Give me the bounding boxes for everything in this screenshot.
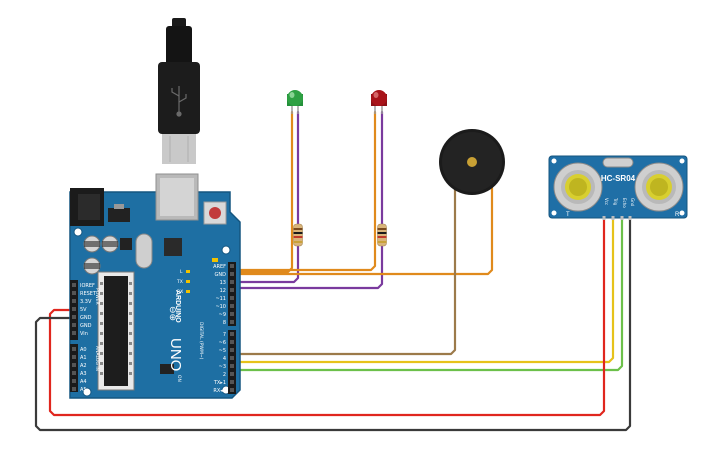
- power-pin-labels: IOREF RESET 3.3V 5V GND GND Vin: [80, 283, 97, 337]
- resistor-red-led: [377, 223, 387, 247]
- pin-label: 3.3V: [80, 299, 92, 305]
- pin-label: GND: [80, 323, 92, 329]
- led-label-tx: TX: [176, 279, 183, 285]
- sensor-pin-labels: Vcc Trig Echo Gnd: [604, 197, 635, 208]
- led-label-l: L: [180, 269, 183, 275]
- usb-cable: [158, 18, 200, 164]
- digital-header-label: DIGITAL (PWM~): [198, 322, 204, 360]
- pin-label: RX◂0: [213, 388, 226, 394]
- board-model: UNO: [167, 338, 184, 371]
- pin-label: 5V: [80, 307, 87, 313]
- pin-label: GND: [80, 315, 92, 321]
- usb-symbol-icon: [171, 86, 187, 117]
- pin-label: 4: [223, 356, 226, 362]
- pin-label: 8: [223, 320, 226, 326]
- digital-lower-pin-labels: 7 ~6 ~5 4 ~3 2 TX▸1 RX◂0: [213, 332, 226, 394]
- pin-label: GND: [215, 272, 227, 278]
- pin-label: TX▸1: [213, 380, 226, 386]
- power-header-label: POWER: [94, 288, 100, 305]
- atmega-chip: [104, 276, 128, 386]
- crystal-oscillator: [135, 233, 153, 269]
- pin-label: A2: [80, 363, 87, 369]
- sensor-model-label: HC-SR04: [601, 174, 636, 183]
- digital-header-lower: [228, 330, 236, 394]
- pin-label: A1: [80, 355, 87, 361]
- pin-label: 2: [223, 372, 226, 378]
- wire-green-led-cathode: [236, 110, 300, 284]
- wire-sensor-trig: [236, 216, 615, 364]
- arduino-logo-icon: ⊖⊕: [167, 306, 177, 321]
- wire-red-led-cathode: [236, 110, 384, 290]
- pin-label: A5: [80, 387, 87, 393]
- pin-label: ~5: [219, 348, 226, 354]
- wire-red-led-anode: [236, 110, 377, 272]
- pin-label: ~11: [215, 296, 226, 302]
- pin-label: AREF: [213, 264, 226, 270]
- receiver-transducer: [634, 162, 684, 212]
- resistor-green-led: [293, 223, 303, 247]
- pin-label: 13: [220, 280, 226, 286]
- wire-sensor-gnd: [34, 216, 632, 432]
- on-led-label: ON: [176, 375, 182, 382]
- wire-buzzer-gnd: [236, 186, 494, 276]
- pin-label: A3: [80, 371, 87, 377]
- pin-label: 12: [220, 288, 226, 294]
- transmitter-transducer: [553, 162, 603, 212]
- arduino-board: ARDUINO ⊖⊕ UNO ON DIGITAL (PWM~) POWER A…: [69, 173, 241, 399]
- led-label-rx: RX: [177, 289, 183, 295]
- pin-label: ~6: [219, 340, 226, 346]
- sensor-r-mark: R: [675, 212, 680, 218]
- analog-header: [70, 344, 78, 392]
- pin-label: RESET: [80, 291, 97, 297]
- wire-sensor-vcc: [48, 216, 606, 417]
- pin-label: ~10: [215, 304, 226, 310]
- digital-header-upper: [228, 262, 236, 326]
- pin-label: IOREF: [80, 283, 95, 289]
- wire-sensor-echo: [236, 216, 624, 372]
- pin-label: Echo: [622, 198, 627, 208]
- ultrasonic-sensor: HC-SR04 T R Vcc Trig Echo Gnd: [548, 155, 688, 220]
- pin-label: 7: [223, 332, 226, 338]
- pin-label: ~3: [219, 364, 226, 370]
- wire-green-led-anode: [236, 110, 294, 274]
- analog-header-label: ANALOG IN: [94, 346, 100, 371]
- digital-upper-pin-labels: AREF GND 13 12 ~11 ~10 ~9 8: [213, 264, 226, 326]
- analog-pin-labels: A0 A1 A2 A3 A4 A5: [80, 347, 87, 393]
- pin-label: Vcc: [604, 198, 609, 205]
- green-led: [287, 90, 303, 114]
- pin-label: A0: [80, 347, 87, 353]
- sensor-t-mark: T: [566, 212, 570, 218]
- piezo-buzzer: [439, 129, 505, 195]
- red-led: [371, 90, 387, 114]
- pin-label: Gnd: [630, 198, 635, 207]
- pin-label: ~9: [219, 312, 226, 318]
- wires: [34, 110, 632, 432]
- board-brand: ARDUINO: [174, 290, 181, 323]
- wire-buzzer-signal: [236, 188, 457, 356]
- pin-label: A4: [80, 379, 87, 385]
- pin-label: Vin: [80, 331, 88, 337]
- pin-label: Trig: [613, 197, 618, 206]
